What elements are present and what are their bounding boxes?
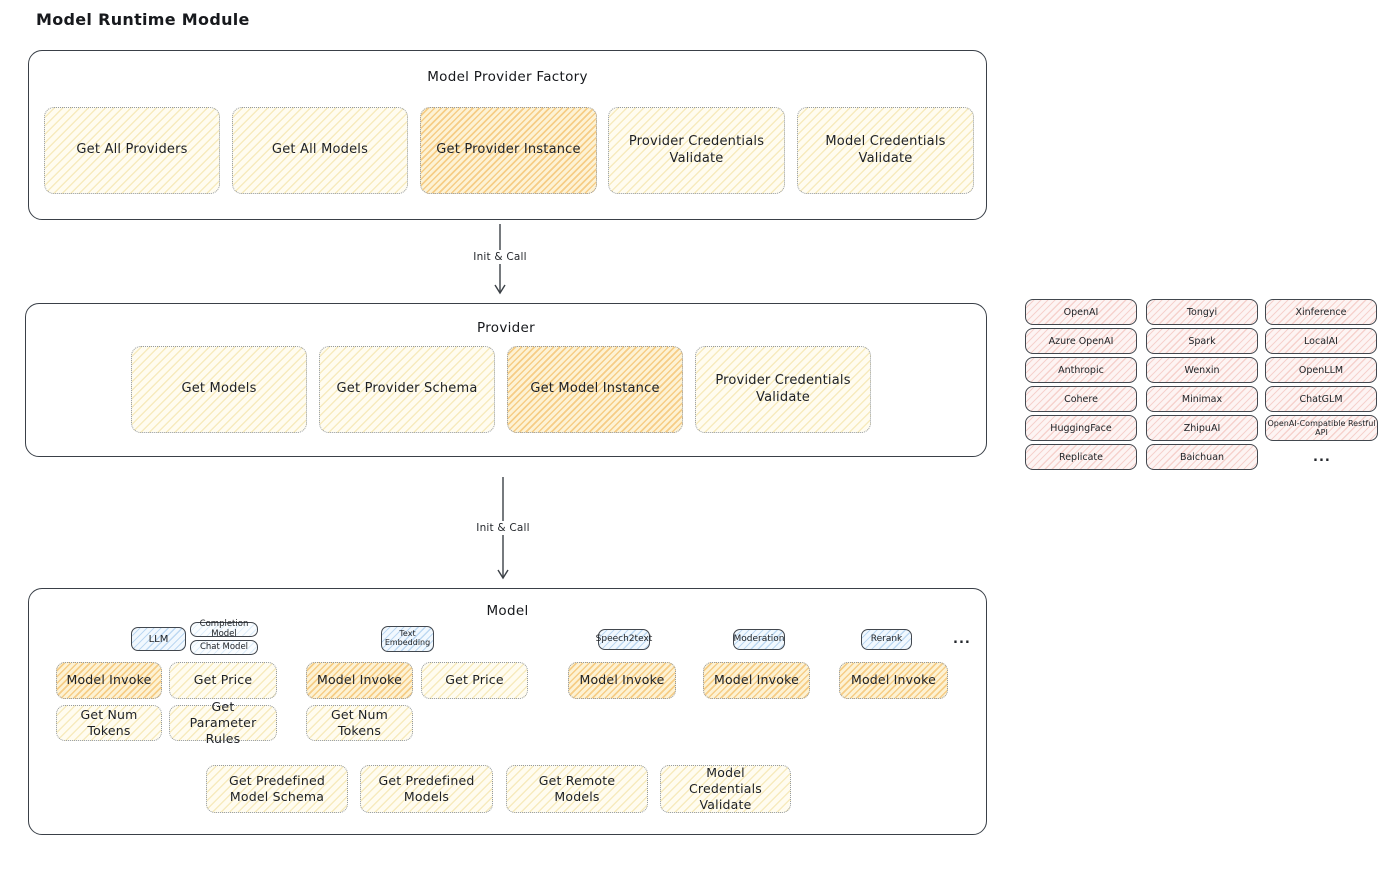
node-get-provider-instance: Get Provider Instance bbox=[420, 107, 597, 194]
node-rerank-model-invoke: Model Invoke bbox=[839, 662, 948, 699]
init-call-arrow-2: Init & Call bbox=[472, 477, 534, 581]
tab-chat-model: Chat Model bbox=[190, 640, 258, 655]
provider-chip-xinference: Xinference bbox=[1265, 299, 1377, 325]
node-get-models: Get Models bbox=[131, 346, 307, 433]
node-get-all-providers: Get All Providers bbox=[44, 107, 220, 194]
node-text-embedding-get-num-tokens: Get Num Tokens bbox=[306, 705, 413, 741]
node-get-predefined-models: Get Predefined Models bbox=[360, 765, 493, 813]
factory-title: Model Provider Factory bbox=[427, 69, 588, 85]
node-get-remote-models: Get Remote Models bbox=[506, 765, 648, 813]
tab-llm: LLM bbox=[131, 627, 186, 651]
tab-completion-model: Completion Model bbox=[190, 619, 258, 638]
tab-moderation: Moderation bbox=[733, 629, 785, 650]
node-get-provider-schema: Get Provider Schema bbox=[319, 346, 495, 433]
node-text-embedding-get-price: Get Price bbox=[421, 662, 528, 699]
provider-chip-localai: LocalAI bbox=[1265, 328, 1377, 354]
node-moderation-model-invoke: Model Invoke bbox=[703, 662, 810, 699]
node-llm-model-invoke: Model Invoke bbox=[56, 662, 162, 699]
factory-card: Model Provider Factory Get All Providers… bbox=[28, 50, 987, 220]
provider-chip-tongyi: Tongyi bbox=[1146, 299, 1258, 325]
provider-title: Provider bbox=[477, 320, 535, 336]
provider-chip-azure-openai: Azure OpenAI bbox=[1025, 328, 1137, 354]
node-speech2text-model-invoke: Model Invoke bbox=[568, 662, 676, 699]
provider-chip-wenxin: Wenxin bbox=[1146, 357, 1258, 383]
node-get-all-models: Get All Models bbox=[232, 107, 408, 194]
provider-chip-zhipuai: ZhipuAI bbox=[1146, 415, 1258, 441]
provider-chip-openllm: OpenLLM bbox=[1265, 357, 1377, 383]
init-call-label-1: Init & Call bbox=[469, 250, 531, 264]
provider-chip-baichuan: Baichuan bbox=[1146, 444, 1258, 470]
provider-chip-anthropic: Anthropic bbox=[1025, 357, 1137, 383]
node-text-embedding-model-invoke: Model Invoke bbox=[306, 662, 413, 699]
tab-speech2text: Speech2text bbox=[596, 629, 652, 650]
provider-chip-openai: OpenAI bbox=[1025, 299, 1137, 325]
init-call-label-2: Init & Call bbox=[472, 521, 534, 535]
node-llm-get-num-tokens: Get Num Tokens bbox=[56, 705, 162, 741]
node-llm-get-parameter-rules: Get Parameter Rules bbox=[169, 699, 277, 746]
node-get-predefined-model-schema: Get Predefined Model Schema bbox=[206, 765, 348, 813]
node-provider-credentials-validate-provider: Provider Credentials Validate bbox=[695, 346, 871, 433]
init-call-arrow-1: Init & Call bbox=[469, 224, 531, 296]
provider-chip-openai-compatible-restful-api: OpenAI-Compatible Restful API bbox=[1265, 415, 1378, 441]
provider-chip-cohere: Cohere bbox=[1025, 386, 1137, 412]
page-title: Model Runtime Module bbox=[36, 10, 250, 29]
providers-more-ellipsis: ... bbox=[1313, 450, 1331, 465]
provider-chip-replicate: Replicate bbox=[1025, 444, 1137, 470]
node-get-model-instance: Get Model Instance bbox=[507, 346, 683, 433]
node-model-credentials-validate-model: Model Credentials Validate bbox=[660, 765, 791, 813]
provider-chip-spark: Spark bbox=[1146, 328, 1258, 354]
tab-rerank: Rerank bbox=[861, 629, 912, 650]
provider-chip-huggingface: HuggingFace bbox=[1025, 415, 1137, 441]
provider-chip-minimax: Minimax bbox=[1146, 386, 1258, 412]
model-tabs-more-ellipsis: ... bbox=[953, 632, 971, 647]
provider-card: Provider Get Models Get Provider Schema … bbox=[25, 303, 987, 457]
node-model-credentials-validate-factory: Model Credentials Validate bbox=[797, 107, 974, 194]
node-llm-get-price: Get Price bbox=[169, 662, 277, 699]
model-card: Model LLM Completion Model Chat Model Te… bbox=[28, 588, 987, 835]
model-title: Model bbox=[486, 603, 529, 619]
node-provider-credentials-validate-factory: Provider Credentials Validate bbox=[608, 107, 785, 194]
tab-text-embedding: Text Embedding bbox=[381, 626, 434, 652]
provider-chip-chatglm: ChatGLM bbox=[1265, 386, 1377, 412]
